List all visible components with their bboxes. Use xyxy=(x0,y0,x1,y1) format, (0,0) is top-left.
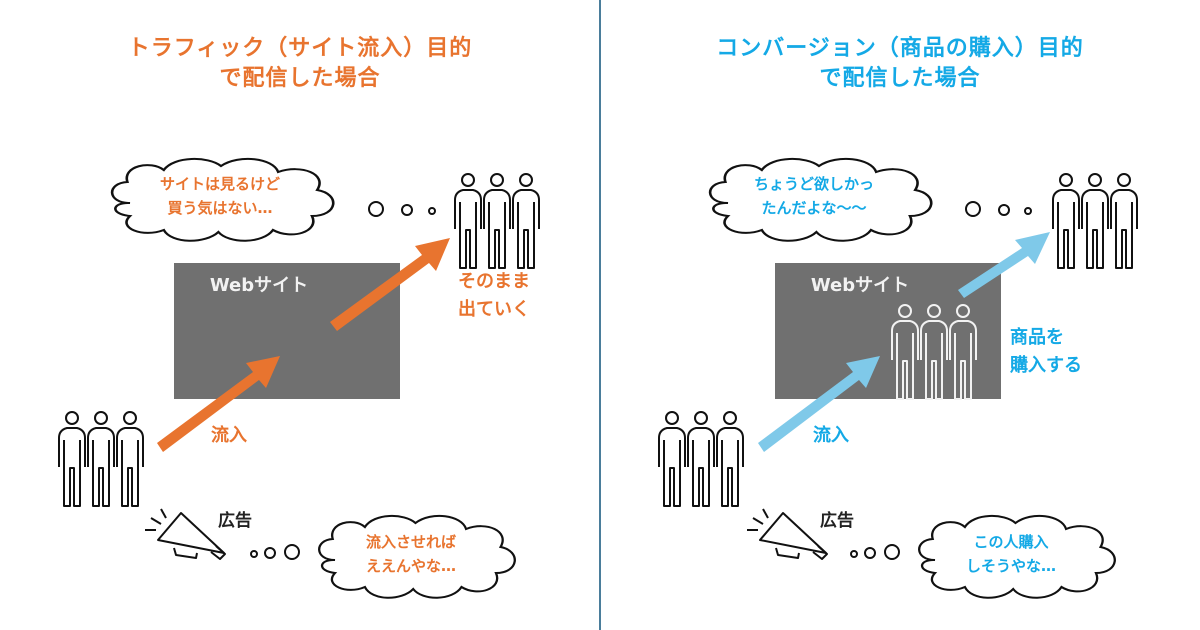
thought-line: ちょうど欲しかっ xyxy=(753,175,874,193)
label-line: 商品を xyxy=(1010,327,1064,348)
inflow-label: 流入 xyxy=(813,425,849,446)
label-line: そのまま xyxy=(458,271,530,292)
thought-dots-icon xyxy=(368,201,436,217)
traffic-diagram-graphics xyxy=(0,157,600,599)
purchasing-people-icon xyxy=(892,305,976,399)
thought-line: 流入させれば xyxy=(365,533,456,551)
website-label: Webサイト xyxy=(810,275,910,296)
thought-dots-icon xyxy=(850,544,900,560)
exit-arrow-icon xyxy=(330,238,450,331)
title-line-1: コンバージョン（商品の購入）目的 xyxy=(716,36,1084,61)
ad-thought-text: この人購入 しそうやな… xyxy=(936,530,1086,578)
thought-line: 買う気はない… xyxy=(167,199,273,217)
inflow-arrow-icon xyxy=(758,356,880,452)
user-thought-text: ちょうど欲しかっ たんだよな〜〜 xyxy=(722,172,906,220)
thought-line: サイトは見るけど xyxy=(159,175,280,193)
label-line: 購入する xyxy=(1010,355,1082,376)
people-group-icon xyxy=(59,412,143,506)
title-line-2: で配信した場合 xyxy=(819,66,981,91)
website-box: Webサイト xyxy=(174,263,400,399)
megaphone-icon xyxy=(747,508,828,560)
people-group-icon xyxy=(659,412,743,506)
ad-label: 広告 xyxy=(820,511,854,531)
thought-line: しそうやな… xyxy=(965,557,1056,575)
exit-arrow-icon xyxy=(958,232,1050,298)
thought-dots-icon xyxy=(250,544,300,560)
thought-line: ええんやな… xyxy=(365,557,456,575)
title-line-1: トラフィック（サイト流入）目的 xyxy=(127,36,473,61)
inflow-arrow-icon xyxy=(157,356,280,452)
conversion-objective-panel: コンバージョン（商品の購入）目的 で配信した場合 Webサイト xyxy=(600,0,1200,630)
people-group-icon xyxy=(1053,174,1137,268)
thought-dots-icon xyxy=(965,201,1032,217)
traffic-panel-title: トラフィック（サイト流入）目的 で配信した場合 xyxy=(0,34,600,94)
conversion-panel-title: コンバージョン（商品の購入）目的 で配信した場合 xyxy=(600,34,1200,94)
thought-line: この人購入 xyxy=(973,533,1049,551)
ad-label: 広告 xyxy=(218,511,252,531)
ad-thought-text: 流入させれば ええんやな… xyxy=(336,530,486,578)
conversion-diagram-graphics xyxy=(600,157,1200,599)
title-line-2: で配信した場合 xyxy=(219,66,381,91)
panel-divider xyxy=(599,0,601,630)
thought-line: たんだよな〜〜 xyxy=(761,199,867,217)
label-line: 出ていく xyxy=(458,299,530,320)
purchase-label: 商品を 購入する xyxy=(1010,324,1082,380)
megaphone-icon xyxy=(145,508,226,560)
people-group-icon xyxy=(455,174,539,268)
inflow-label: 流入 xyxy=(211,425,247,446)
website-box: Webサイト xyxy=(775,263,1001,399)
website-label: Webサイト xyxy=(209,275,309,296)
exit-label: そのまま 出ていく xyxy=(458,268,530,324)
traffic-objective-panel: トラフィック（サイト流入）目的 で配信した場合 Webサイト xyxy=(0,34,600,599)
user-thought-text: サイトは見るけど 買う気はない… xyxy=(128,172,312,220)
